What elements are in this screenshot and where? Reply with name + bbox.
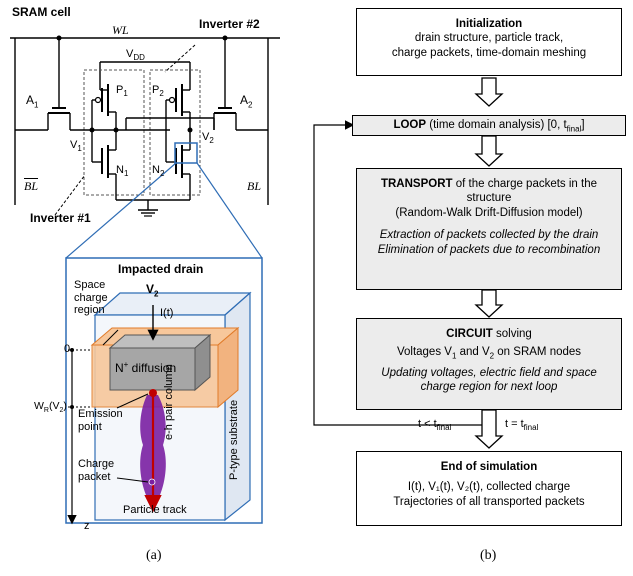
inverter1-box (83, 69, 145, 196)
substrate-label: P-type substrate (228, 399, 240, 480)
n-diffusion (109, 347, 196, 391)
circuit-box: CIRCUIT solving Voltages V1 and V2 on SR… (356, 318, 622, 410)
n-diffusion-label: N+ diffusion (115, 360, 177, 375)
end-box: End of simulation I(t), V₁(t), V₂(t), co… (356, 451, 622, 526)
vdd-label: VDD (126, 48, 145, 63)
t-less-label: t < tfinal (418, 418, 452, 433)
v1-label: V1 (70, 139, 82, 154)
charge-packet-dot (148, 478, 156, 486)
eh-column-label: e-h pair column (163, 364, 175, 440)
wl-label: WL (112, 23, 129, 37)
wr-label: WR(V2) (34, 400, 67, 415)
p1-label: P1 (116, 84, 128, 99)
loop-back-line (313, 120, 482, 426)
inverter1-label: Inverter #1 (30, 211, 91, 225)
particle-track-label: Particle track (123, 504, 187, 516)
current-label: I(t) (160, 307, 174, 319)
p2-label: P2 (152, 84, 164, 99)
init-box: Initialization drain structure, particle… (356, 8, 622, 76)
arrow-loop-transport (474, 135, 504, 167)
bl-label: BL (247, 179, 262, 193)
flow-arrows (474, 77, 504, 449)
caption-a: (a) (146, 548, 162, 563)
inverter2-label: Inverter #2 (199, 17, 260, 31)
arrow-transport-circuit (474, 289, 504, 318)
t-eq-label: t = tfinal (505, 418, 539, 433)
v2-label: V2 (202, 131, 214, 146)
drain-highlight (174, 142, 198, 164)
transport-box: TRANSPORT of the charge packets in the s… (356, 168, 622, 290)
bl-bar-label: BL (24, 179, 39, 193)
arrow-init-loop (474, 77, 504, 107)
n2-label: N2 (152, 164, 165, 179)
a1-label: A1 (26, 93, 39, 110)
loop-box: LOOP (time domain analysis) [0, tfinal] (352, 115, 626, 136)
depth-zero-label: 0 (64, 343, 71, 355)
sram-cell-title: SRAM cell (12, 5, 71, 19)
a2-label: A2 (240, 93, 253, 110)
v2-top-label: V2 (146, 282, 159, 299)
impacted-drain-title: Impacted drain (118, 262, 204, 276)
arrow-circuit-end (474, 409, 504, 449)
caption-b: (b) (480, 548, 497, 563)
inverter2-box (149, 69, 201, 196)
z-label: z (84, 520, 90, 532)
n1-label: N1 (116, 164, 129, 179)
diffusion-top (108, 334, 212, 349)
emission-point-dot (149, 389, 157, 397)
